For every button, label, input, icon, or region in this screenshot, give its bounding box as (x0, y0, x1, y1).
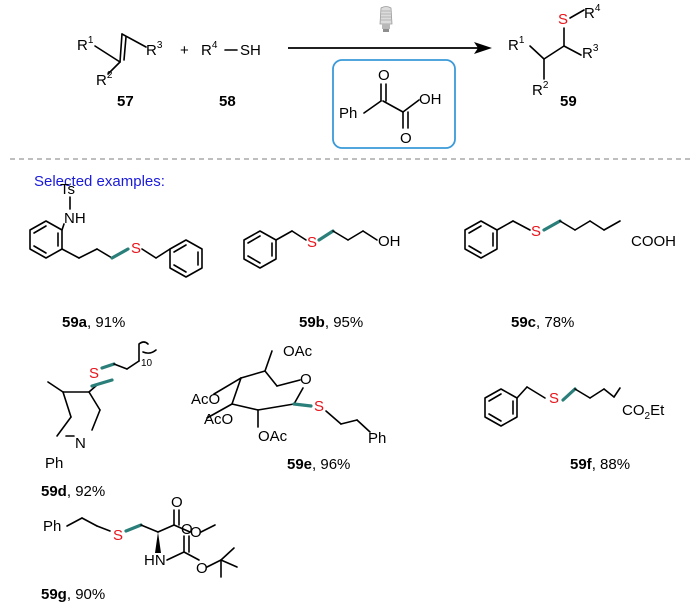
svg-text:10: 10 (141, 358, 153, 369)
svg-text:S: S (531, 223, 541, 240)
svg-text:R2: R2 (96, 70, 113, 89)
reactant-thiol-58: R4 SH 58 (201, 40, 261, 110)
svg-text:OAc: OAc (283, 343, 313, 360)
svg-text:R3: R3 (582, 43, 599, 62)
svg-text:S: S (549, 390, 559, 407)
svg-text:R3: R3 (146, 40, 163, 59)
svg-text:Ts: Ts (60, 181, 75, 198)
svg-text:AcO: AcO (204, 411, 233, 428)
svg-text:59b, 95%: 59b, 95% (299, 314, 363, 331)
svg-text:59c, 78%: 59c, 78% (511, 314, 574, 331)
svg-text:O: O (181, 521, 193, 538)
svg-text:S: S (307, 234, 317, 251)
svg-text:R2: R2 (532, 80, 549, 99)
svg-text:S: S (558, 11, 568, 28)
example-59b: S OH 59b, 95% (243, 229, 401, 331)
svg-text:R4: R4 (584, 3, 601, 22)
svg-text:R4: R4 (201, 40, 218, 59)
svg-text:S: S (89, 365, 99, 382)
svg-text:O: O (171, 494, 183, 511)
svg-text:O: O (300, 371, 312, 388)
svg-text:Ph: Ph (45, 455, 63, 472)
svg-text:R1: R1 (77, 35, 94, 54)
svg-text:Ph: Ph (339, 105, 357, 122)
example-59c: S COOH 59c, 78% (464, 219, 676, 331)
catalyst-box: Ph O OH O (332, 59, 456, 149)
svg-text:S: S (113, 527, 123, 544)
svg-text:59a, 91%: 59a, 91% (62, 314, 125, 331)
compound-label-57: 57 (117, 93, 134, 110)
example-59a: NH Ts S 59a, 91% (29, 181, 203, 331)
section-title: Selected examples: (34, 173, 165, 190)
svg-text:S: S (314, 398, 324, 415)
svg-text:OAc: OAc (258, 428, 288, 445)
example-59f: S CO2Et 59f, 88% (484, 386, 665, 473)
svg-text:CO2Et: CO2Et (622, 402, 665, 422)
svg-text:SH: SH (240, 42, 261, 59)
example-59g: Ph S O O HN O O 59g, 90% (41, 494, 238, 603)
svg-text:O: O (196, 560, 208, 577)
svg-text:HN: HN (144, 552, 166, 569)
svg-text:59e, 96%: 59e, 96% (287, 456, 350, 473)
svg-text:R1: R1 (508, 35, 525, 54)
svg-text:59g, 90%: 59g, 90% (41, 586, 105, 603)
svg-text:59d, 92%: 59d, 92% (41, 483, 105, 500)
reactant-alkene-57: R1 R3 R2 57 (77, 33, 163, 110)
product-59: R1 R3 R2 S R4 59 (508, 3, 601, 110)
svg-text:OH: OH (419, 91, 442, 108)
svg-text:OH: OH (378, 233, 401, 250)
svg-text:S: S (131, 240, 141, 257)
svg-text:Ph: Ph (43, 518, 61, 535)
svg-text:NH: NH (64, 210, 86, 227)
compound-label-58: 58 (219, 93, 236, 110)
compound-label-59: 59 (560, 93, 577, 110)
plus-sign: + (180, 42, 189, 59)
reaction-arrow (288, 42, 492, 54)
svg-text:O: O (378, 67, 390, 84)
svg-text:N: N (75, 435, 86, 452)
svg-text:COOH: COOH (631, 233, 676, 250)
svg-text:O: O (400, 130, 412, 147)
svg-text:AcO: AcO (191, 391, 220, 408)
svg-text:Ph: Ph (368, 430, 386, 447)
example-59d: N Ph S 10 59d, 92% (41, 341, 157, 500)
svg-text:59f, 88%: 59f, 88% (570, 456, 630, 473)
example-59e: OAc AcO AcO OAc O S Ph 59e, 96% (191, 343, 386, 473)
svg-text:O: O (190, 524, 202, 541)
light-bulb-icon (379, 6, 393, 32)
